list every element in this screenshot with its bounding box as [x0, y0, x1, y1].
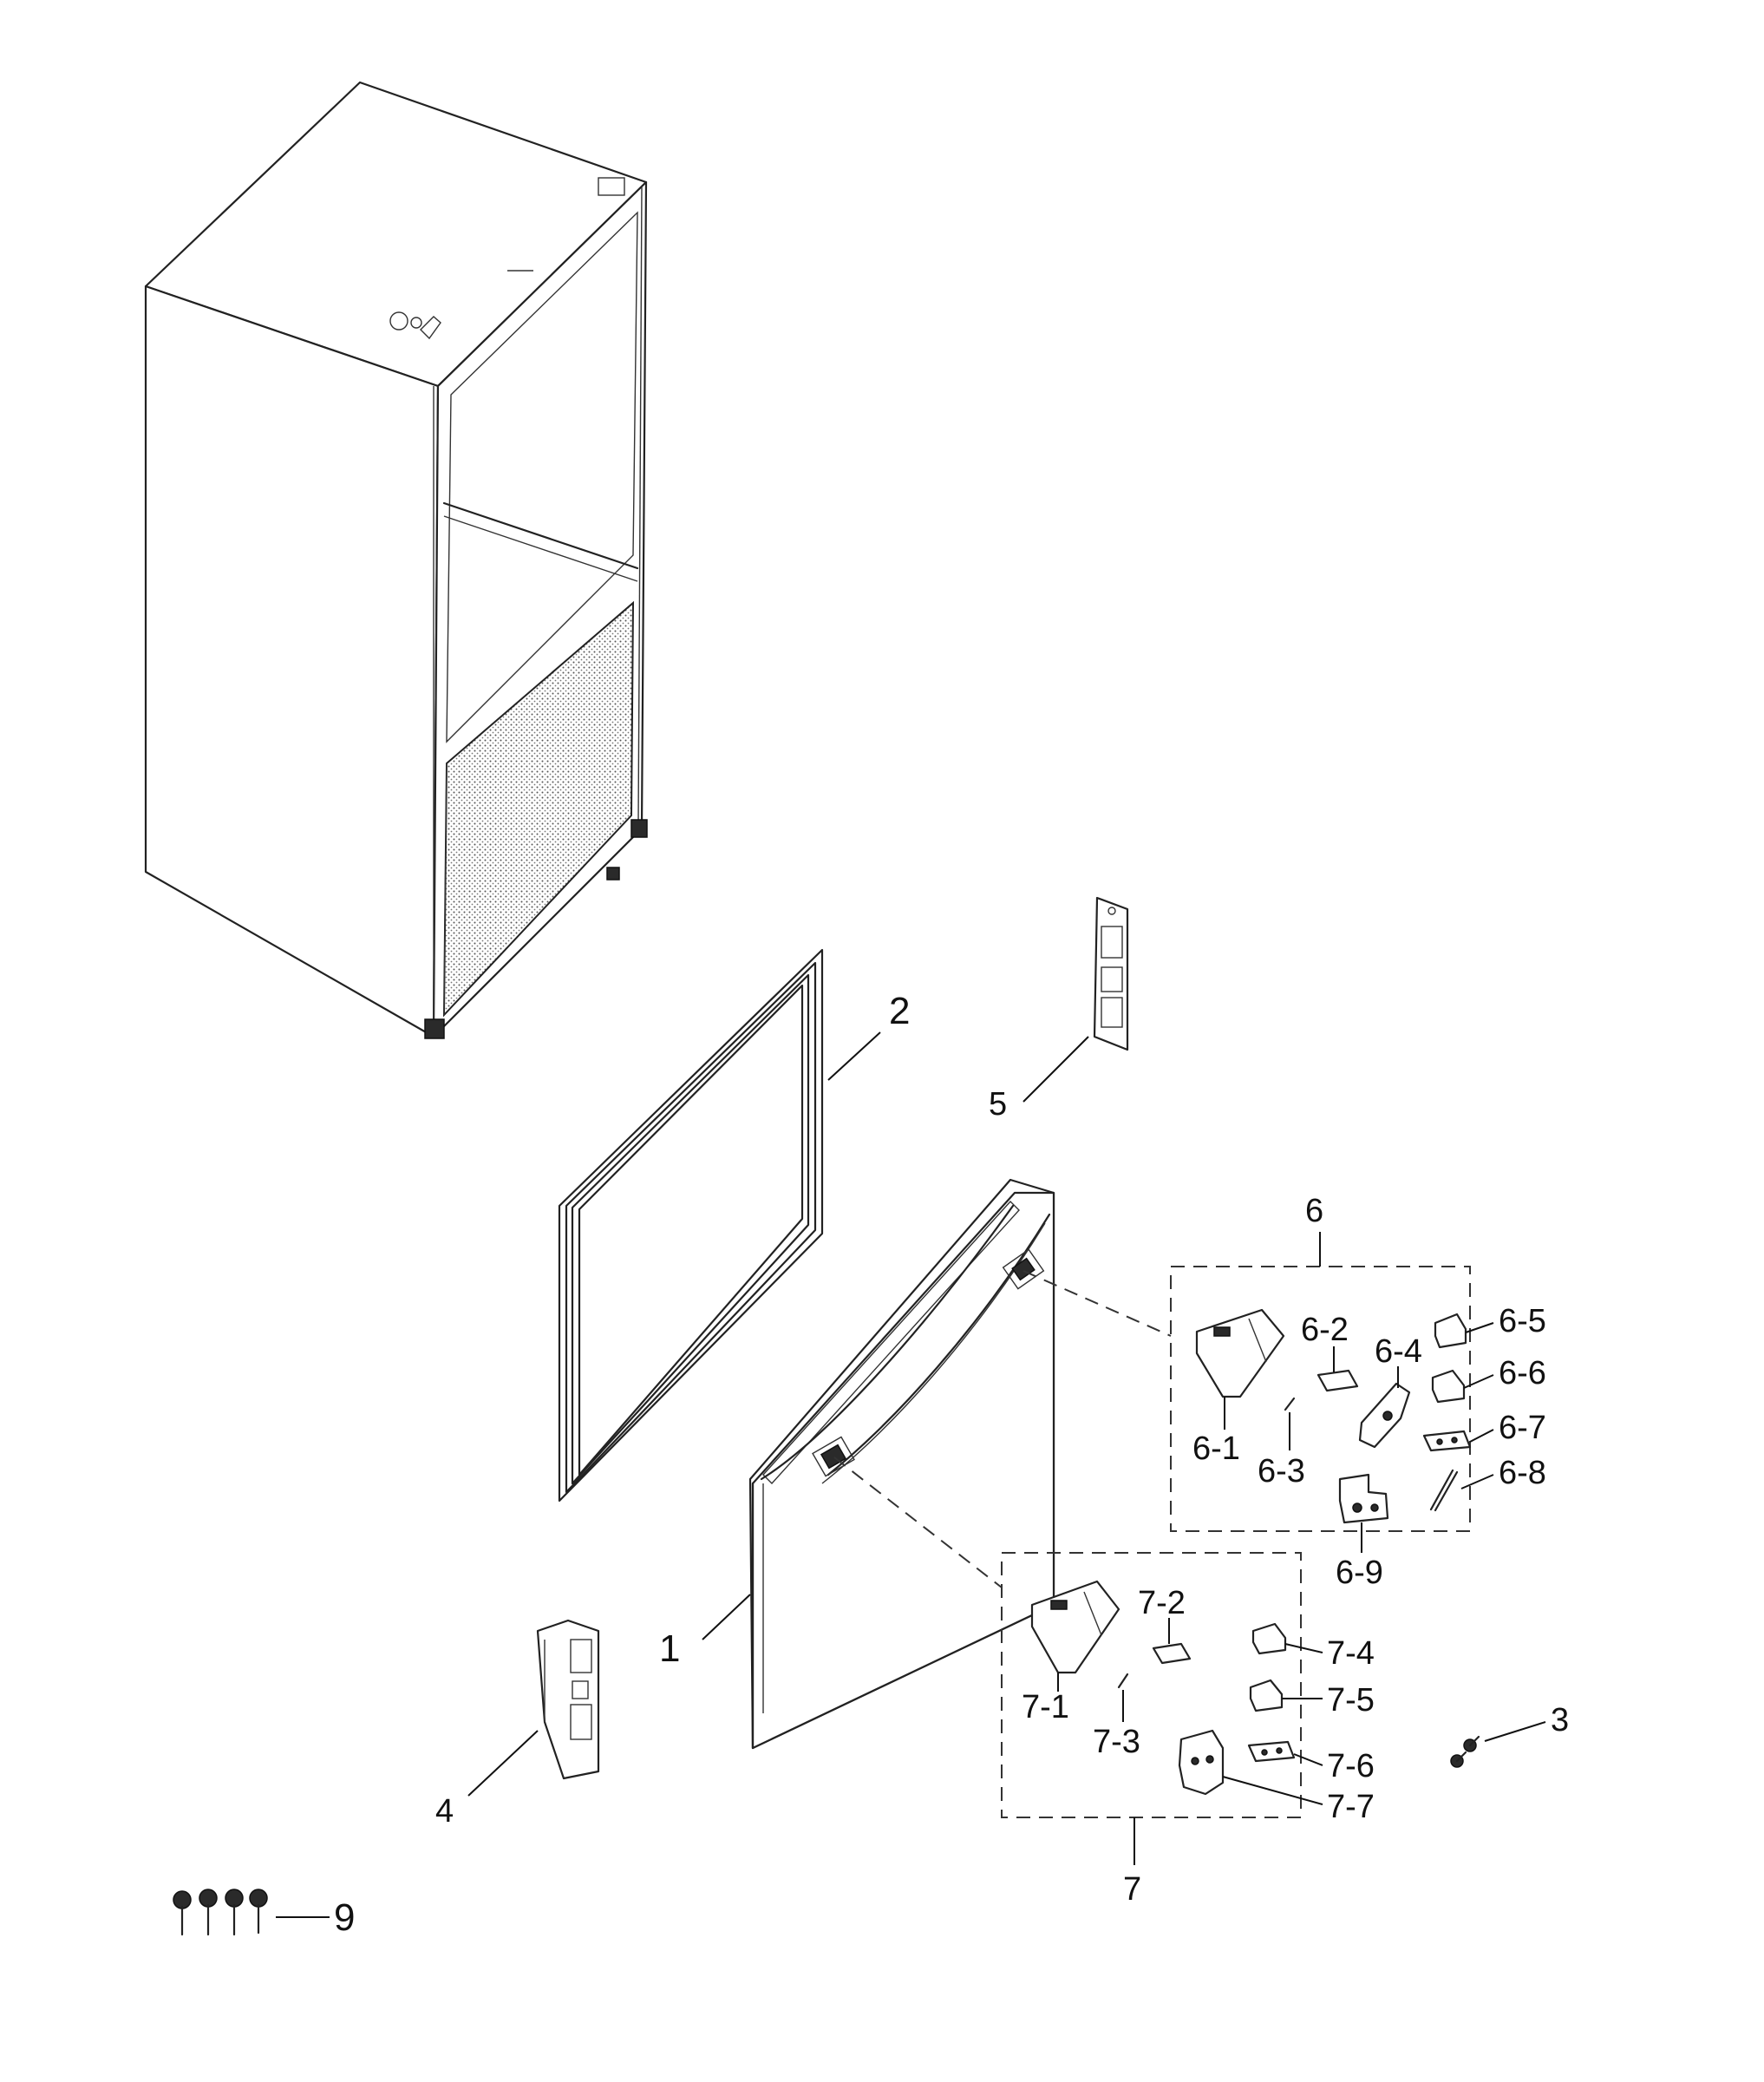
freezer-door [748, 1178, 1055, 1750]
label-part-7-3: 7-3 [1093, 1724, 1140, 1760]
screws-row [173, 1889, 268, 1936]
label-part-3: 3 [1551, 1702, 1569, 1738]
screws-pair [1450, 1735, 1480, 1768]
label-part-6-1: 6-1 [1192, 1431, 1240, 1467]
door-gasket [558, 948, 824, 1503]
label-part-7-5: 7-5 [1327, 1682, 1375, 1719]
refrigerator-cabinet [144, 81, 648, 1039]
label-part-7-6: 7-6 [1327, 1748, 1375, 1784]
connector-line-lower [833, 1457, 1003, 1588]
label-part-6-9: 6-9 [1336, 1555, 1383, 1591]
connector-line-upper [1022, 1270, 1172, 1337]
label-part-6-3: 6-3 [1258, 1453, 1305, 1489]
label-part-6-6: 6-6 [1499, 1355, 1546, 1391]
label-part-6-7: 6-7 [1499, 1410, 1546, 1446]
label-part-1: 1 [659, 1627, 680, 1670]
label-part-6: 6 [1305, 1193, 1323, 1229]
label-part-7-7: 7-7 [1327, 1789, 1375, 1825]
label-part-9: 9 [334, 1896, 355, 1939]
label-part-7-4: 7-4 [1327, 1635, 1375, 1672]
label-part-7: 7 [1123, 1871, 1141, 1908]
hinge-bracket-lower [536, 1619, 600, 1780]
label-part-7-1: 7-1 [1022, 1689, 1069, 1725]
hinge-kit-6 [1170, 1232, 1472, 1532]
label-part-4: 4 [435, 1793, 454, 1830]
hinge-kit-7 [1001, 1552, 1302, 1865]
label-part-2: 2 [889, 990, 910, 1032]
label-part-6-2: 6-2 [1301, 1312, 1349, 1348]
label-part-7-2: 7-2 [1138, 1585, 1186, 1621]
leader-lines [276, 1031, 1546, 1918]
label-part-6-5: 6-5 [1499, 1303, 1546, 1339]
label-part-6-4: 6-4 [1375, 1333, 1422, 1370]
hinge-bracket-upper [1093, 896, 1129, 1051]
label-part-6-8: 6-8 [1499, 1455, 1546, 1491]
label-part-5: 5 [989, 1086, 1007, 1123]
